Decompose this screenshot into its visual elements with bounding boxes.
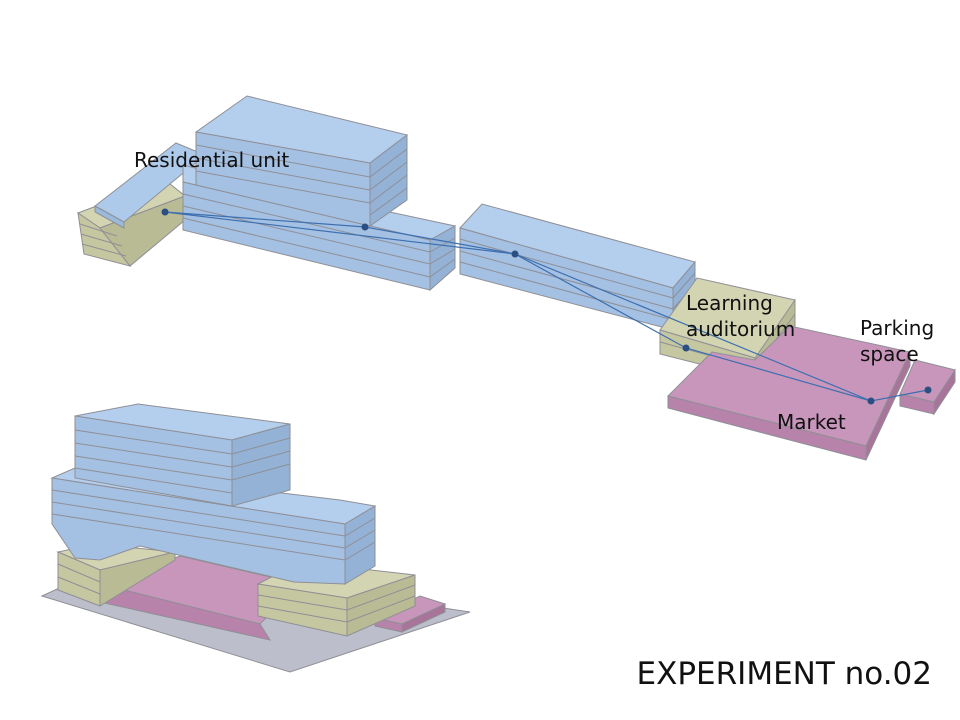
node-parking bbox=[924, 386, 932, 394]
stacked-learning-left bbox=[56, 543, 176, 607]
circulation-path bbox=[164, 211, 929, 402]
node-residential bbox=[161, 208, 169, 216]
exploded-massing bbox=[76, 95, 956, 461]
node-residential-2 bbox=[361, 223, 369, 231]
node-learning bbox=[682, 344, 690, 352]
node-market bbox=[867, 397, 875, 405]
label-residential-unit: Residential unit bbox=[134, 148, 290, 172]
residential-block-middle bbox=[459, 203, 696, 332]
path-nodes bbox=[161, 208, 932, 405]
label-auditorium: auditorium bbox=[686, 317, 796, 341]
label-market: Market bbox=[777, 410, 846, 434]
stacked-massing bbox=[40, 403, 471, 673]
page-title: EXPERIMENT no.02 bbox=[636, 656, 932, 692]
residential-block-small bbox=[94, 142, 206, 229]
node-residential-3 bbox=[511, 250, 519, 258]
stacked-residential-tower bbox=[74, 403, 291, 507]
market-block bbox=[667, 325, 911, 461]
label-parking: Parking bbox=[860, 316, 935, 340]
parking-block bbox=[899, 359, 956, 416]
label-learning: Learning bbox=[686, 291, 773, 315]
residential-block-tower bbox=[194, 95, 409, 227]
label-space: space bbox=[860, 342, 919, 366]
